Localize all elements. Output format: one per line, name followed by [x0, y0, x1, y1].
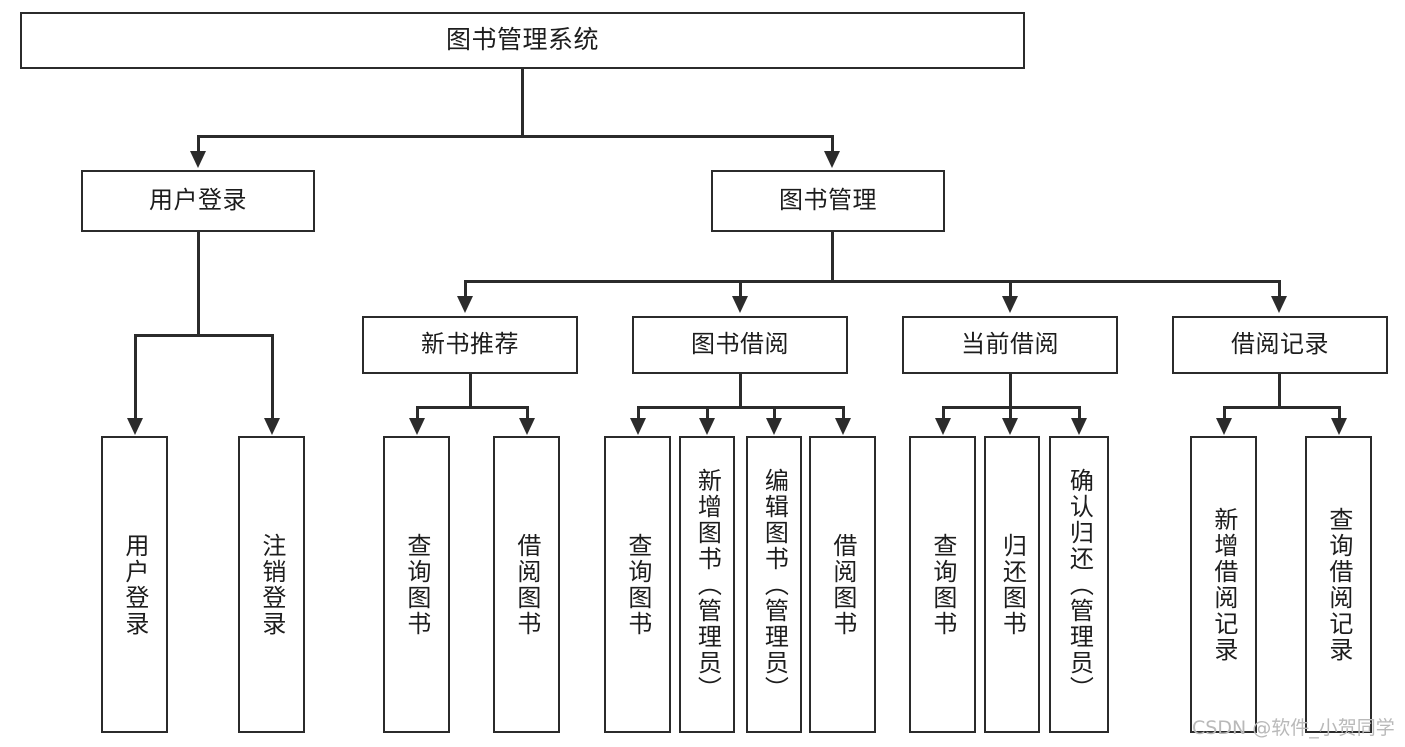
node-user-login[interactable]: 用户登录 — [81, 170, 315, 232]
arrowhead-leaf-return-book — [1002, 418, 1018, 435]
connector-borrow-record-right — [1338, 406, 1341, 420]
connector-root-bus — [197, 135, 834, 138]
node-label: 注销登录 — [257, 532, 286, 637]
arrowhead-leaf-edit-book — [766, 418, 782, 435]
node-label: 借阅图书 — [828, 532, 857, 637]
node-label: 编辑图书（管理员） — [760, 467, 789, 702]
connector-to-borrow-record — [1278, 280, 1281, 298]
node-label: 当前借阅 — [961, 330, 1059, 359]
arrowhead-to-borrow-record — [1271, 296, 1287, 313]
arrowhead-to-book-management — [824, 151, 840, 168]
connector-user-login-left — [134, 334, 137, 420]
connector-new-book-stem — [469, 374, 472, 408]
arrowhead-leaf-add-record — [1216, 418, 1232, 435]
connector-to-new-book — [464, 280, 467, 298]
connector-current-borrow-stem — [1009, 374, 1012, 408]
node-label: 借阅记录 — [1231, 330, 1329, 359]
connector-root-to-book-management — [831, 135, 834, 153]
connector-user-login-right — [271, 334, 274, 420]
arrowhead-leaf-confirm-return — [1071, 418, 1087, 435]
leaf-query-book-current[interactable]: 查询图书 — [909, 436, 976, 733]
connector-current-borrow-c3 — [1078, 406, 1081, 420]
connector-book-borrow-stem — [739, 374, 742, 408]
connector-to-book-borrow — [739, 280, 742, 298]
leaf-return-book[interactable]: 归还图书 — [984, 436, 1040, 733]
node-label: 图书管理 — [779, 186, 877, 215]
connector-book-borrow-c2 — [706, 406, 709, 420]
arrowhead-leaf-query-book-2 — [630, 418, 646, 435]
node-label: 用户登录 — [120, 532, 149, 637]
node-label: 用户登录 — [149, 186, 247, 215]
connector-new-book-bus — [416, 406, 528, 409]
connector-book-borrow-c3 — [773, 406, 776, 420]
connector-current-borrow-c2 — [1009, 406, 1012, 420]
node-label: 图书借阅 — [691, 330, 789, 359]
connector-to-current-borrow — [1009, 280, 1012, 298]
connector-book-borrow-c1 — [637, 406, 640, 420]
arrowhead-leaf-query-record — [1331, 418, 1347, 435]
connector-borrow-record-bus — [1223, 406, 1340, 409]
arrowhead-to-user-login — [190, 151, 206, 168]
node-label: 新增图书（管理员） — [693, 467, 722, 702]
leaf-edit-book-admin[interactable]: 编辑图书（管理员） — [746, 436, 802, 733]
connector-user-login-bus — [134, 334, 273, 337]
connector-borrow-record-stem — [1278, 374, 1281, 408]
connector-book-management-bus — [464, 280, 1280, 283]
arrowhead-to-new-book — [457, 296, 473, 313]
node-book-management[interactable]: 图书管理 — [711, 170, 945, 232]
node-label: 图书管理系统 — [445, 25, 599, 55]
arrowhead-leaf-query-book-3 — [935, 418, 951, 435]
node-current-borrow[interactable]: 当前借阅 — [902, 316, 1118, 374]
arrowhead-leaf-logout — [264, 418, 280, 435]
connector-book-borrow-c4 — [842, 406, 845, 420]
leaf-add-borrow-record[interactable]: 新增借阅记录 — [1190, 436, 1257, 733]
arrowhead-leaf-borrow-book-1 — [519, 418, 535, 435]
connector-root-stem — [521, 69, 524, 137]
node-label: 新增借阅记录 — [1209, 506, 1238, 663]
node-book-borrow[interactable]: 图书借阅 — [632, 316, 848, 374]
arrowhead-to-current-borrow — [1002, 296, 1018, 313]
node-borrow-record[interactable]: 借阅记录 — [1172, 316, 1388, 374]
node-label: 新书推荐 — [421, 330, 519, 359]
node-label: 借阅图书 — [512, 532, 541, 637]
node-label: 查询图书 — [928, 532, 957, 637]
leaf-query-book-borrow[interactable]: 查询图书 — [604, 436, 671, 733]
leaf-user-login[interactable]: 用户登录 — [101, 436, 168, 733]
connector-borrow-record-left — [1223, 406, 1226, 420]
connector-book-management-stem — [831, 232, 834, 282]
node-label: 确认归还（管理员） — [1065, 467, 1094, 702]
connector-current-borrow-c1 — [942, 406, 945, 420]
connector-book-borrow-bus — [637, 406, 845, 409]
leaf-confirm-return-admin[interactable]: 确认归还（管理员） — [1049, 436, 1109, 733]
connector-new-book-right — [526, 406, 529, 420]
arrowhead-to-book-borrow — [732, 296, 748, 313]
connector-root-to-user-login — [197, 135, 200, 153]
watermark-csdn: CSDN @软件_小贺同学 — [1192, 717, 1395, 739]
arrowhead-leaf-user-login — [127, 418, 143, 435]
node-label: 归还图书 — [998, 532, 1027, 637]
node-label: 查询图书 — [402, 532, 431, 637]
arrowhead-leaf-borrow-book-2 — [835, 418, 851, 435]
node-label: 查询借阅记录 — [1324, 506, 1353, 663]
leaf-borrow-book-recommend[interactable]: 借阅图书 — [493, 436, 560, 733]
arrowhead-leaf-query-book-1 — [409, 418, 425, 435]
leaf-borrow-book[interactable]: 借阅图书 — [809, 436, 876, 733]
leaf-logout[interactable]: 注销登录 — [238, 436, 305, 733]
leaf-query-borrow-record[interactable]: 查询借阅记录 — [1305, 436, 1372, 733]
node-new-book-recommend[interactable]: 新书推荐 — [362, 316, 578, 374]
connector-user-login-stem — [197, 232, 200, 336]
leaf-query-book-recommend[interactable]: 查询图书 — [383, 436, 450, 733]
arrowhead-leaf-add-book — [699, 418, 715, 435]
leaf-add-book-admin[interactable]: 新增图书（管理员） — [679, 436, 735, 733]
connector-new-book-left — [416, 406, 419, 420]
node-book-management-system[interactable]: 图书管理系统 — [20, 12, 1025, 69]
node-label: 查询图书 — [623, 532, 652, 637]
